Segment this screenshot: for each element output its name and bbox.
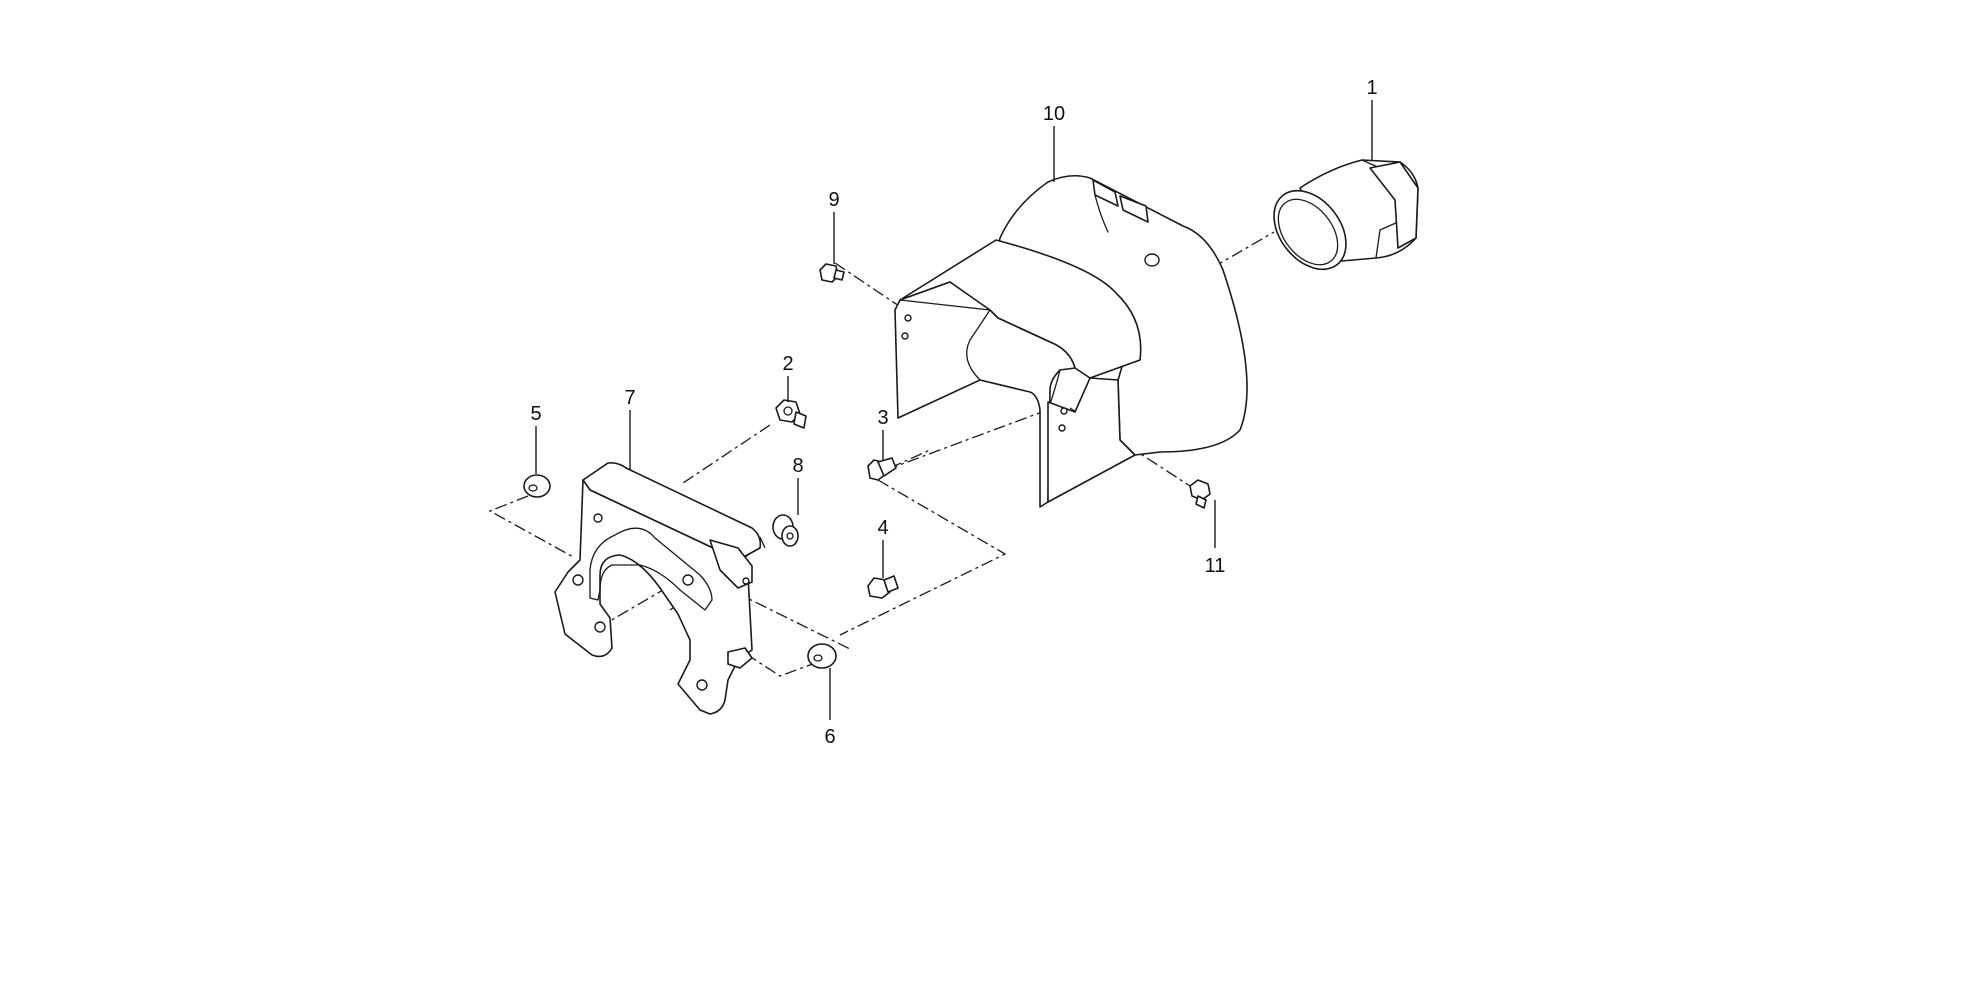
callout-6: 6 xyxy=(824,726,835,748)
part-3-bolt xyxy=(867,457,897,481)
callout-11: 11 xyxy=(1205,555,1226,577)
callout-3: 3 xyxy=(877,407,888,429)
part-6-washer xyxy=(807,643,837,669)
part-4-bolt xyxy=(867,575,899,599)
callout-4: 4 xyxy=(877,517,888,539)
part-11-bolt xyxy=(1189,479,1211,509)
part-1-sleeve xyxy=(1273,159,1419,271)
callout-7: 7 xyxy=(624,387,635,409)
callout-1: 1 xyxy=(1366,77,1377,99)
part-8-nut xyxy=(772,514,799,547)
part-10-cover xyxy=(894,174,1248,508)
callout-9: 9 xyxy=(828,189,839,211)
leader-lines xyxy=(535,100,1373,720)
callout-10: 10 xyxy=(1043,103,1065,125)
part-7-bracket xyxy=(554,462,762,715)
callout-2: 2 xyxy=(782,353,793,375)
callout-labels: 1 2 3 4 5 6 7 8 9 10 11 xyxy=(530,77,1377,748)
part-5-washer xyxy=(523,474,551,498)
part-2-bolt xyxy=(775,399,807,429)
callout-8: 8 xyxy=(792,455,803,477)
callout-5: 5 xyxy=(530,403,541,425)
part-9-bolt xyxy=(819,263,845,283)
